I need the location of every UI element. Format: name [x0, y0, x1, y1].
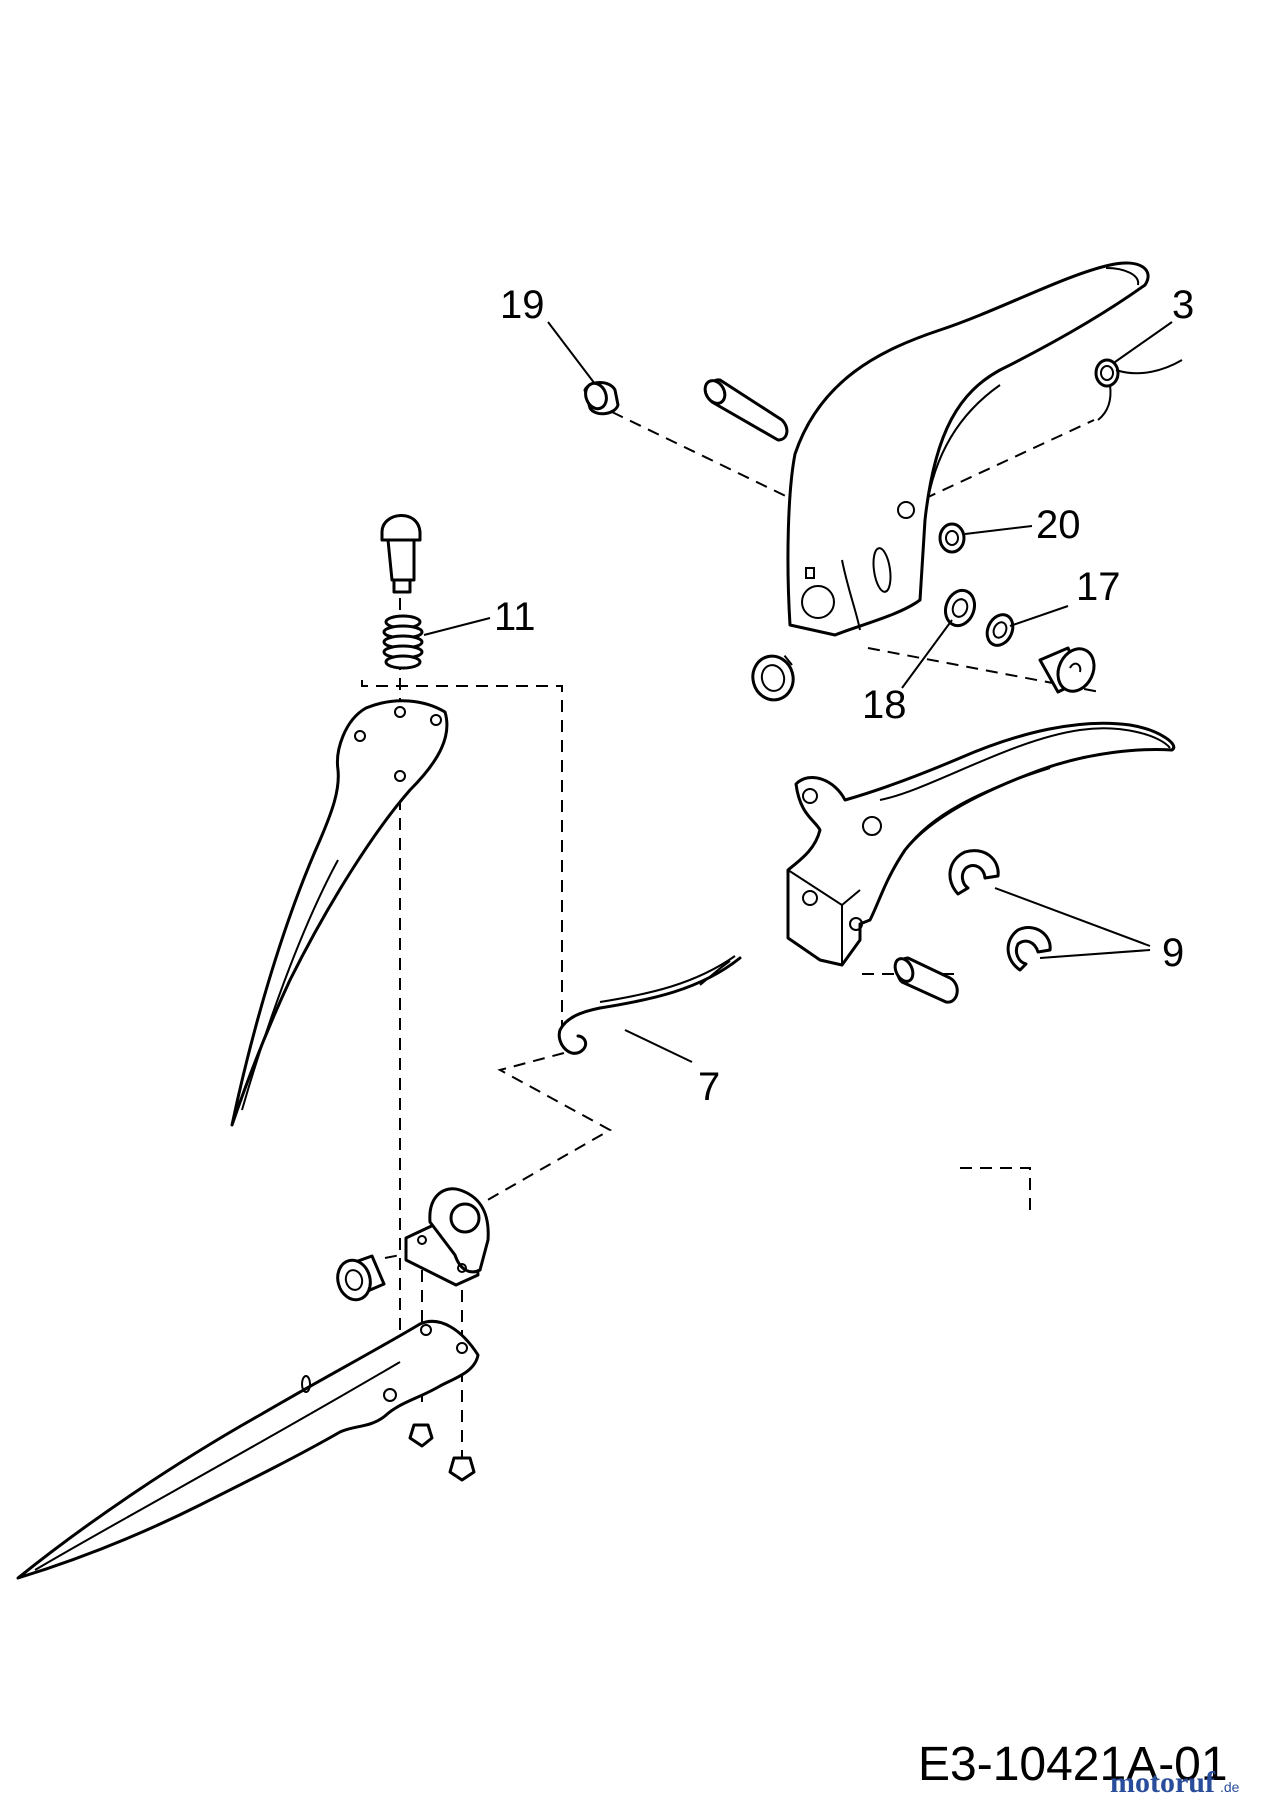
callout-7: 7	[698, 1065, 720, 1109]
torsion-spring-part-3	[1094, 358, 1183, 421]
upper-handle	[786, 261, 1150, 637]
cap-nut	[380, 514, 422, 594]
screw-left	[408, 1423, 434, 1448]
e-clip-part-9-lower	[1006, 926, 1052, 972]
callouts: 19 3 20 17 18 11 9 7	[494, 283, 1194, 1109]
washer-part-20	[938, 522, 966, 554]
e-clip-part-9-upper	[948, 849, 1000, 896]
watermark-suffix: .de	[1220, 1779, 1240, 1795]
watermark-logo: motoruf .de	[1110, 1766, 1240, 1799]
watermark-brand: motoruf	[1110, 1766, 1216, 1799]
upper-blade	[230, 699, 449, 1127]
leader-lines	[423, 321, 1173, 1063]
bushing-part-19	[583, 381, 620, 416]
pin-upper	[703, 378, 789, 442]
callout-3: 3	[1172, 283, 1194, 327]
link-rod-part-7	[557, 955, 742, 1055]
callout-20: 20	[1036, 503, 1081, 547]
callout-17: 17	[1076, 565, 1121, 609]
washer-part-18	[943, 588, 977, 628]
callout-9: 9	[1162, 931, 1184, 975]
bolt-with-nut	[1038, 646, 1096, 694]
callout-11: 11	[494, 595, 536, 639]
washer-part-17	[985, 613, 1015, 647]
lower-handle	[786, 721, 1176, 967]
clevis-pin	[893, 956, 959, 1004]
drawing-code: E3-10421A-01	[918, 1738, 1228, 1791]
bracket	[404, 1187, 490, 1287]
callout-18: 18	[862, 683, 907, 727]
bushing-lower	[336, 1254, 386, 1302]
callout-19: 19	[500, 283, 545, 327]
screw-right	[448, 1456, 476, 1482]
lower-blade	[16, 1319, 480, 1580]
spring-part-11	[382, 614, 424, 670]
assembly-guide-lines	[361, 411, 1101, 1460]
washer-lower-left	[751, 654, 795, 702]
